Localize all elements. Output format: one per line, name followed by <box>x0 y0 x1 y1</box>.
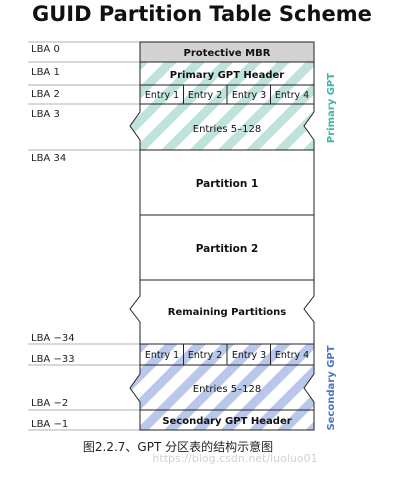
lba-label: LBA −1 <box>31 419 68 430</box>
lba-labels: LBA 0 LBA 1 LBA 2 LBA 3 LBA 34 LBA −34 L… <box>31 44 75 430</box>
lba-label: LBA 1 <box>31 67 60 78</box>
secondary-entry-cell: Entry 2 <box>188 350 222 361</box>
secondary-entries-range: Entries 5–128 <box>193 384 261 395</box>
primary-entry-cell: Entry 4 <box>275 90 309 101</box>
partition-1-block <box>139 149 315 216</box>
entry-dividers <box>183 85 271 104</box>
lba-label: LBA 2 <box>31 89 60 100</box>
watermark: https://blog.csdn.net/luoluo01 <box>152 452 317 465</box>
primary-entries-range: Entries 5–128 <box>193 124 261 135</box>
partition-2-block <box>139 214 315 281</box>
lba-label: LBA −33 <box>31 354 75 365</box>
primary-header-label: Primary GPT Header <box>170 70 284 81</box>
partition-2-label: Partition 2 <box>196 243 259 255</box>
protective-mbr-label: Protective MBR <box>184 48 271 59</box>
entry-dividers-secondary <box>183 344 271 365</box>
lba-guides <box>28 41 140 431</box>
lba-label: LBA 0 <box>31 44 60 55</box>
secondary-header-label: Secondary GPT Header <box>162 416 291 427</box>
primary-entry-cell: Entry 1 <box>145 90 179 101</box>
secondary-entry-cell: Entry 3 <box>232 350 266 361</box>
lba-label: LBA −34 <box>31 333 75 344</box>
figure-caption: 图2.2.7、GPT 分区表的结构示意图 <box>83 439 273 454</box>
primary-entry-cell: Entry 2 <box>188 90 222 101</box>
primary-entry-cell: Entry 3 <box>232 90 266 101</box>
lba-label: LBA −2 <box>31 398 68 409</box>
lba-label: LBA 3 <box>31 109 60 120</box>
primary-gpt-side-label: Primary GPT <box>326 73 337 143</box>
secondary-gpt-side-label: Secondary GPT <box>326 345 337 430</box>
diagram-title: GUID Partition Table Scheme <box>32 2 372 26</box>
lba-label: LBA 34 <box>31 153 66 164</box>
secondary-entry-cell: Entry 1 <box>145 350 179 361</box>
remaining-partitions-label: Remaining Partitions <box>168 307 287 318</box>
secondary-entry-cell: Entry 4 <box>275 350 309 361</box>
partition-1-label: Partition 1 <box>196 178 259 190</box>
